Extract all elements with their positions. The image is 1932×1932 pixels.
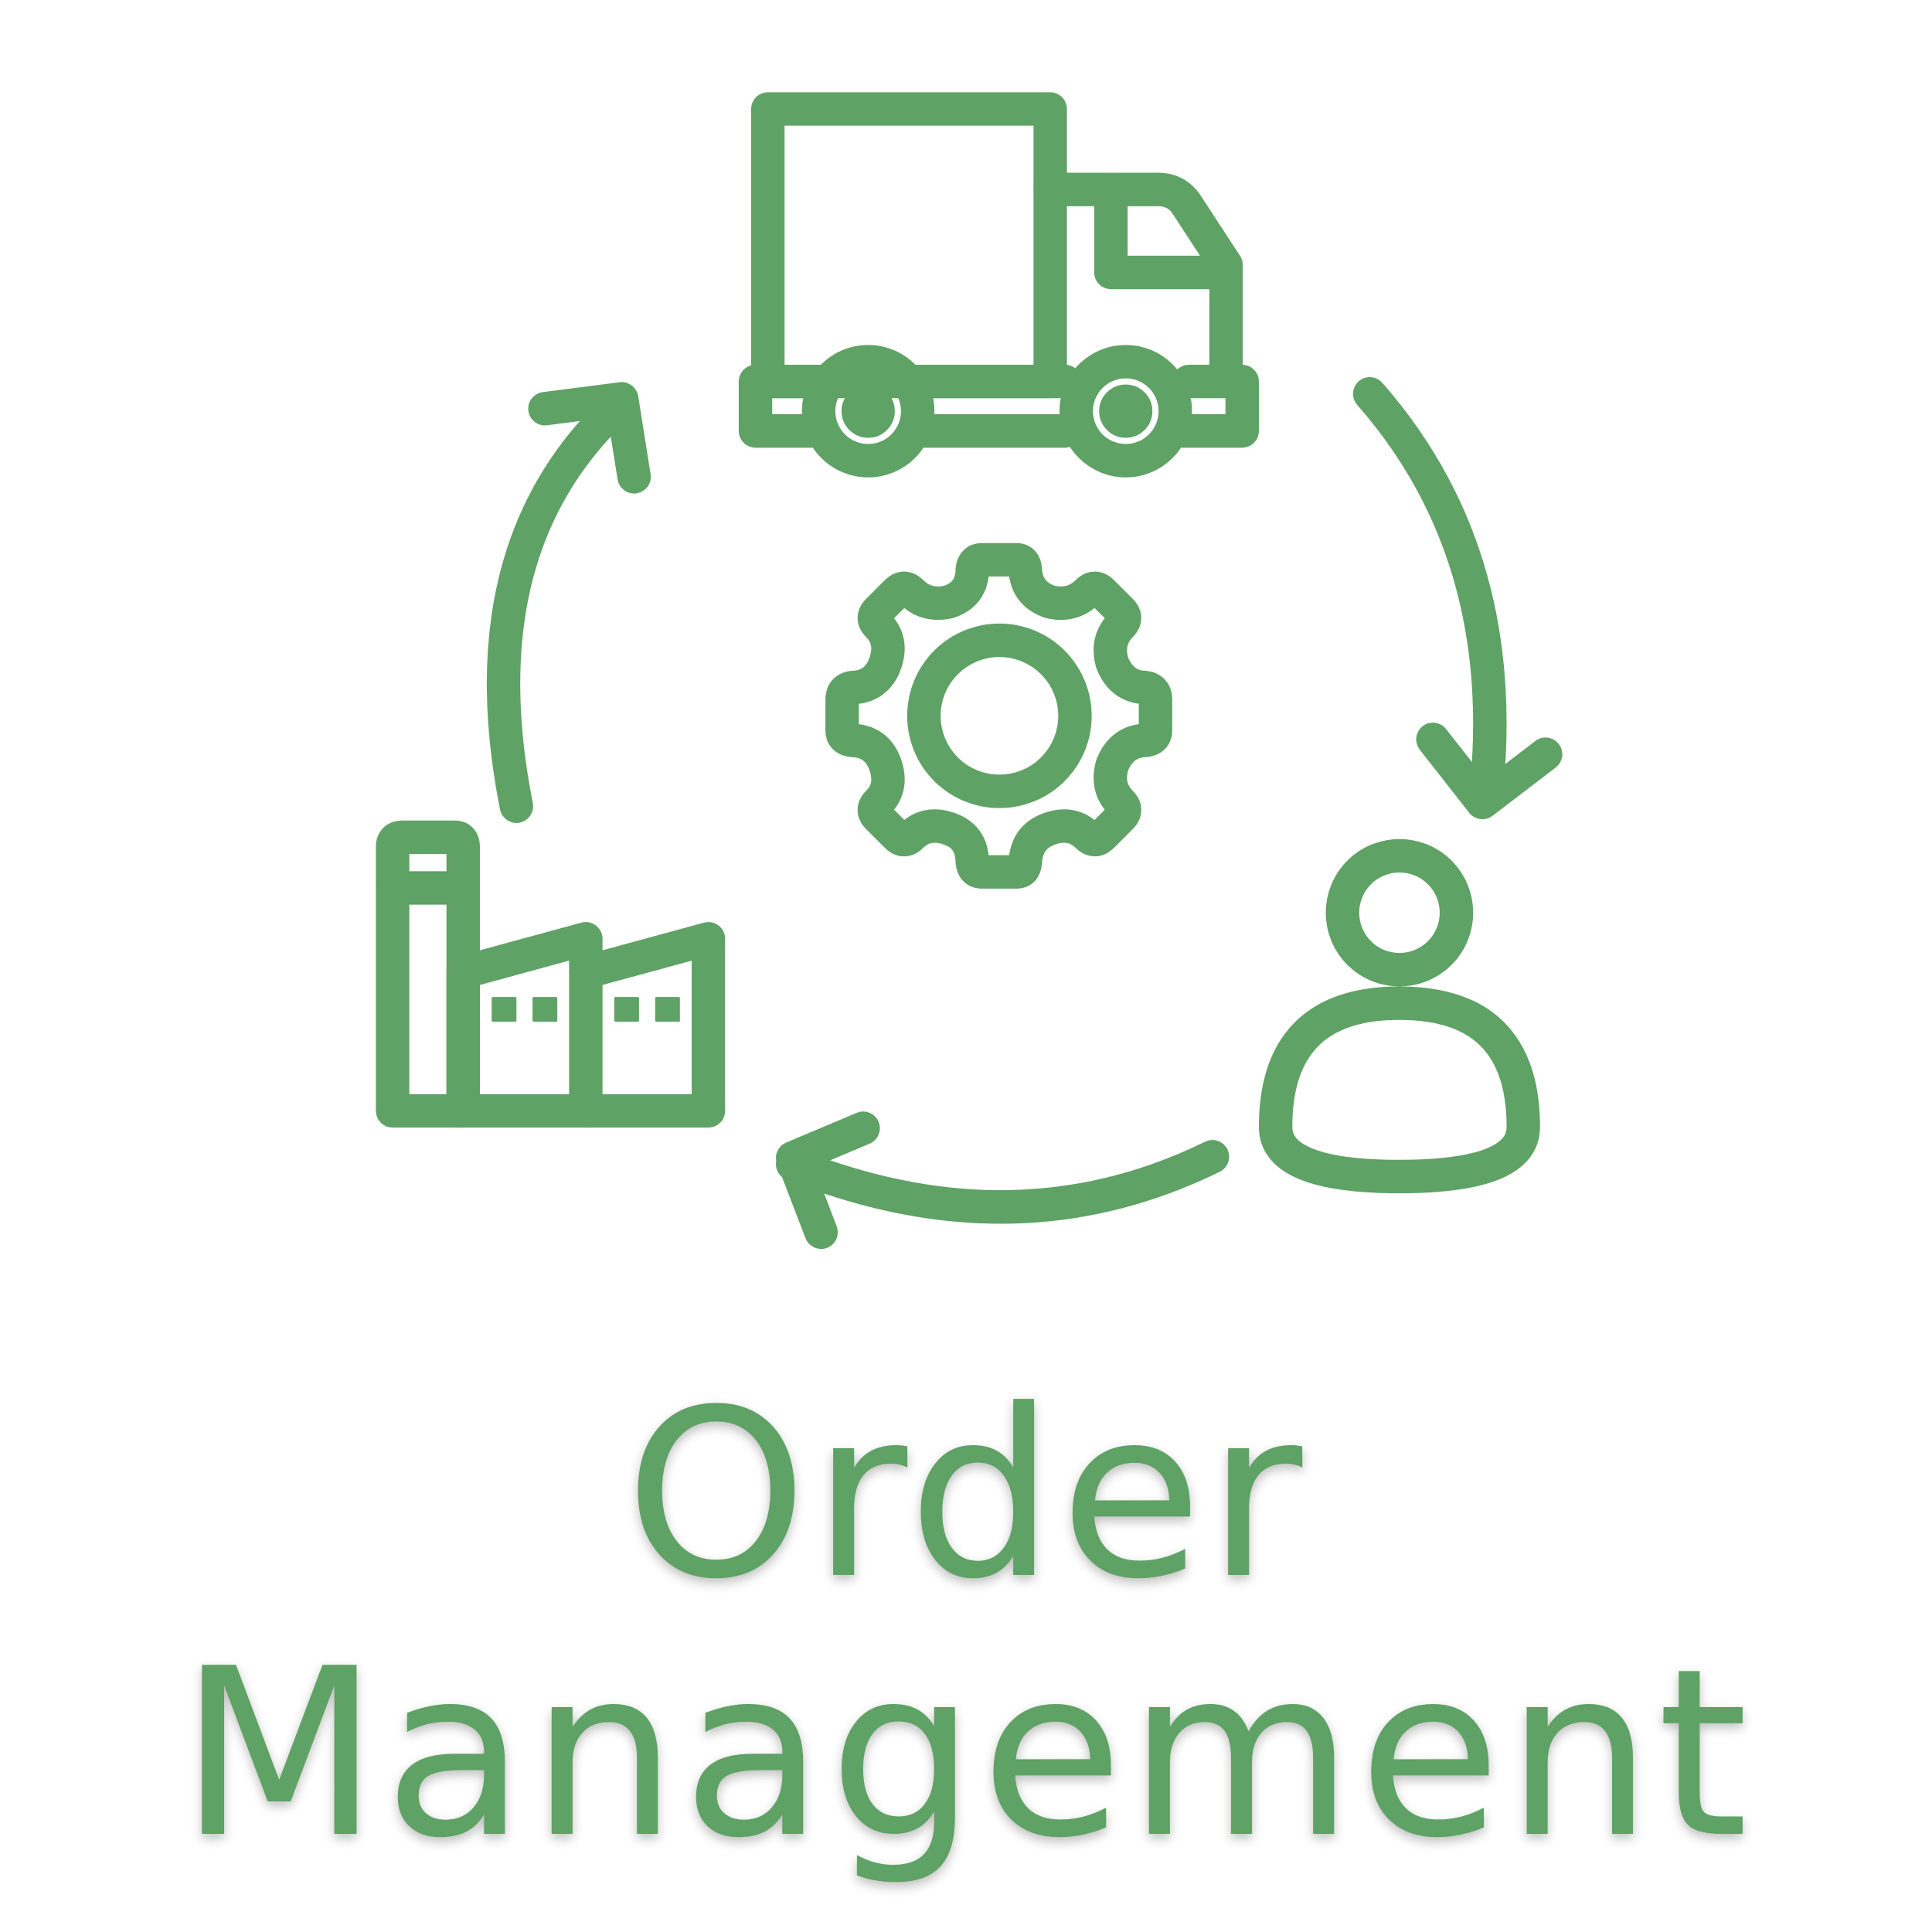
title-line-1: Order — [624, 1360, 1308, 1630]
title-line-2: Management — [179, 1619, 1753, 1889]
gear-icon — [825, 543, 1172, 889]
person-icon — [1259, 838, 1540, 1194]
factory-icon — [376, 820, 726, 1128]
cycle-arrow-icon — [486, 376, 1563, 1250]
truck-icon — [738, 92, 1260, 478]
